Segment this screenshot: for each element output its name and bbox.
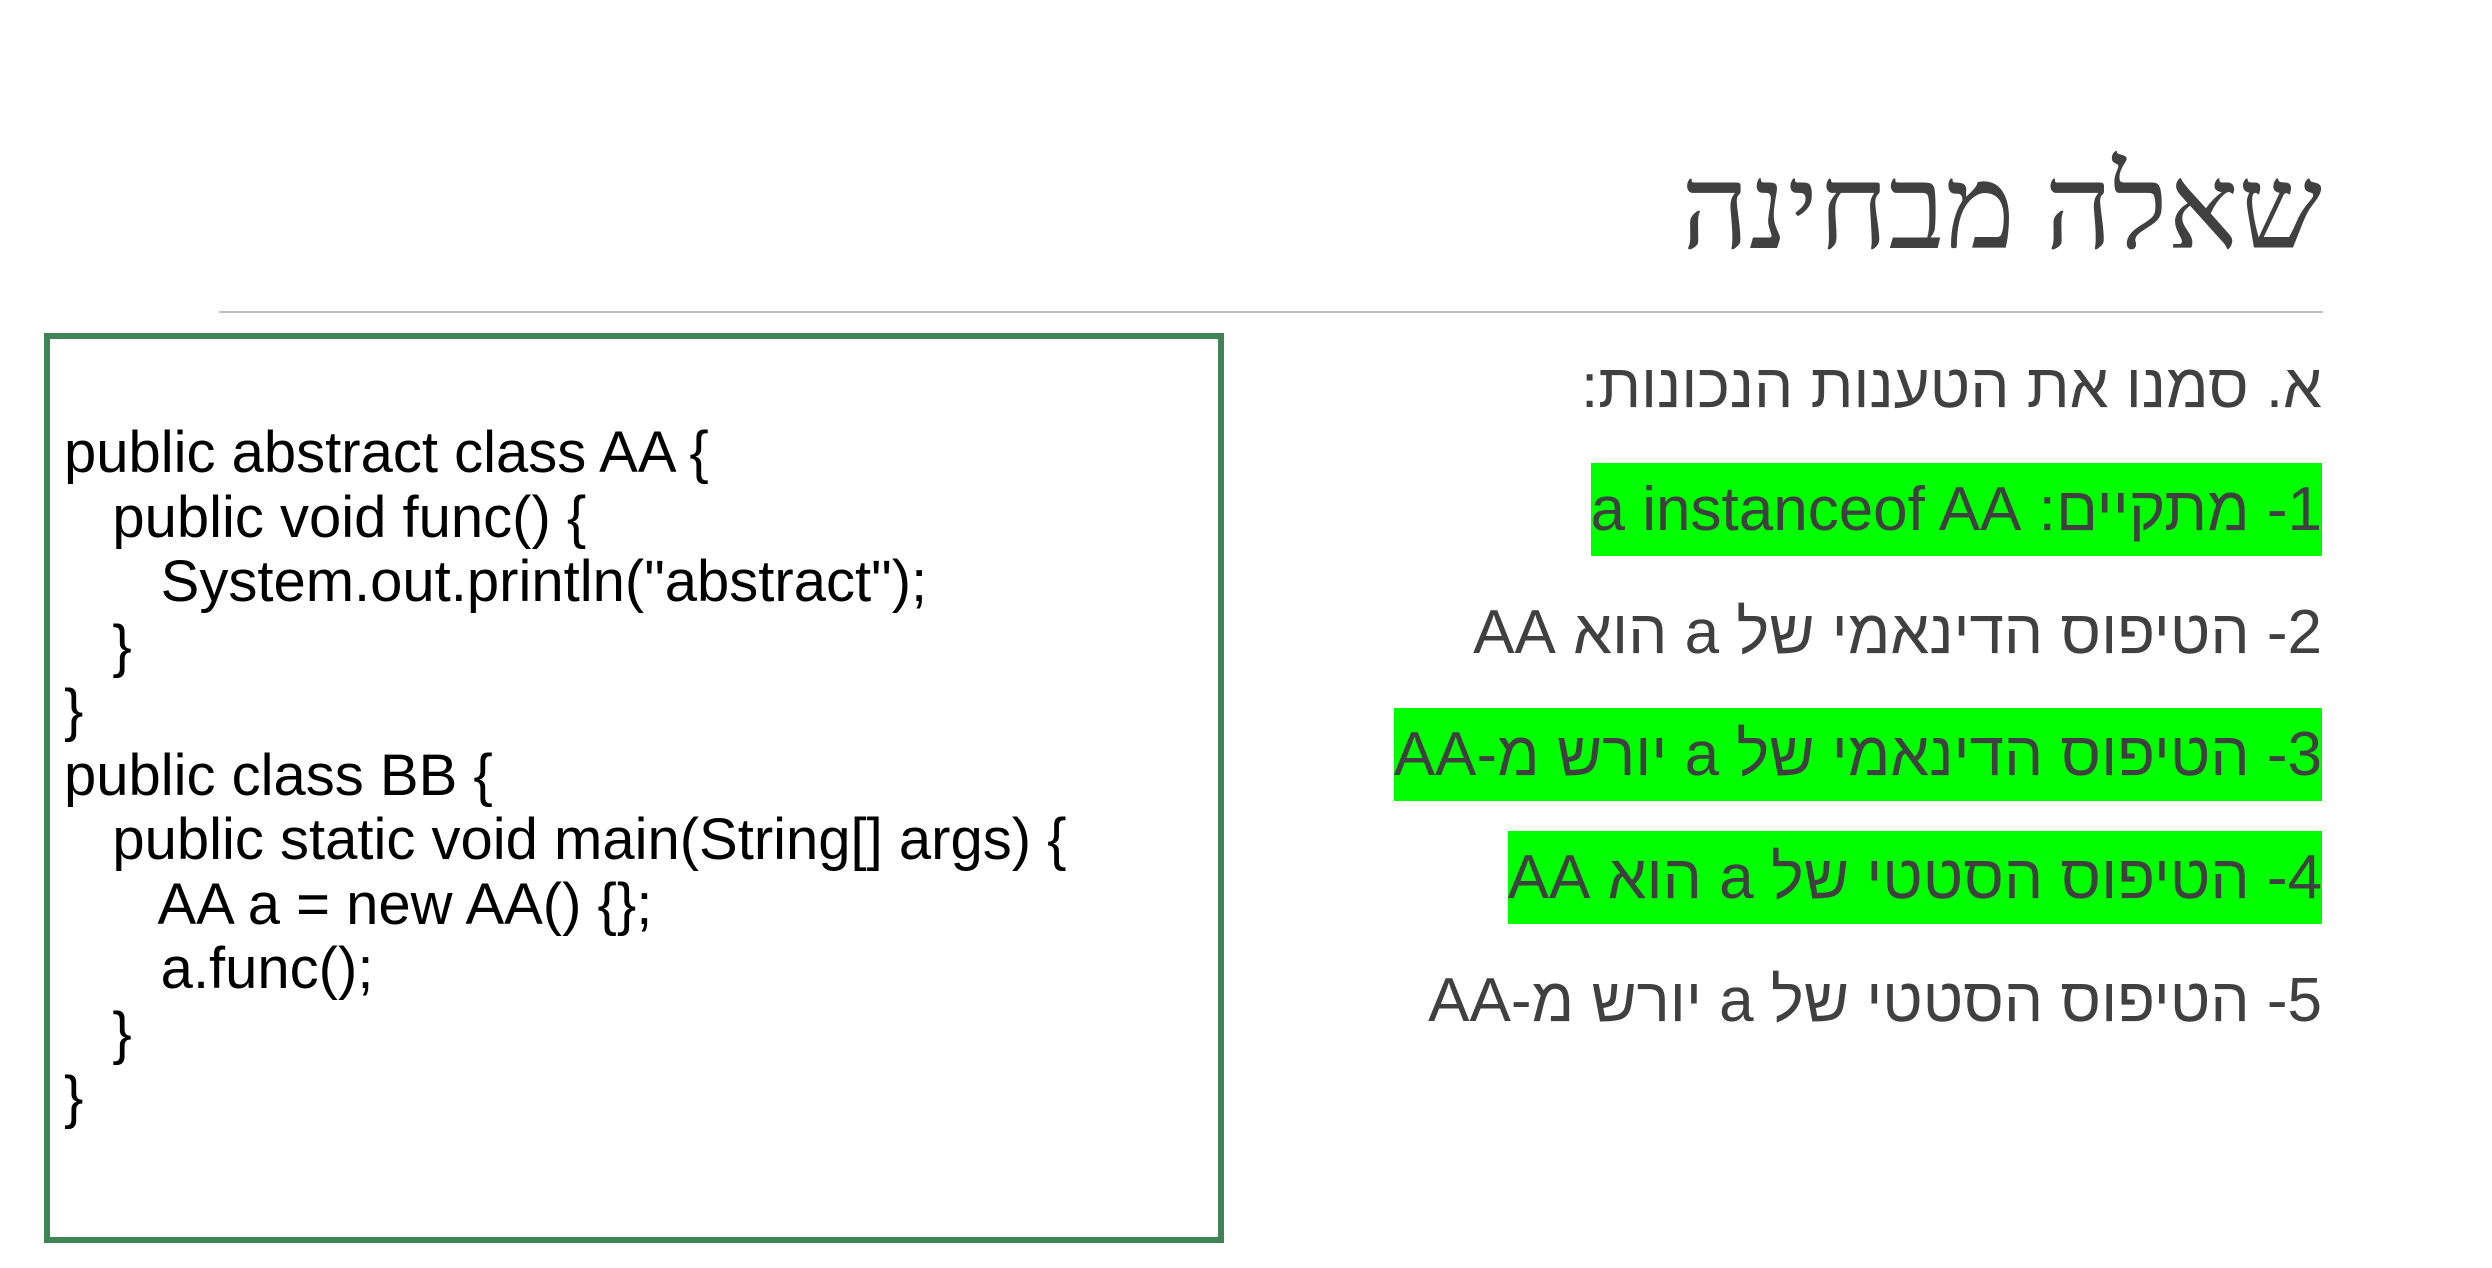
question-heading: א. סמנו את הטענות הנכונות: bbox=[1222, 340, 2322, 433]
code-box: public abstract class AA { public void f… bbox=[44, 333, 1224, 1243]
answer-option-text: 1- מתקיים: a instanceof AA bbox=[1590, 462, 2322, 556]
answer-option-1: 1- מתקיים: a instanceof AA bbox=[1222, 462, 2322, 556]
answer-option-4: 4- הטיפוס הסטטי של a הוא AA bbox=[1222, 831, 2322, 924]
slide-title: שאלה מבחינה bbox=[1681, 143, 2322, 274]
answer-option-text: 3- הטיפוס הדינאמי של a יורש מ-AA bbox=[1393, 708, 2322, 802]
code-snippet: public abstract class AA { public void f… bbox=[64, 420, 1067, 1130]
question-heading-text: א. סמנו את הטענות הנכונות: bbox=[1580, 352, 2322, 421]
answer-option-text: 4- הטיפוס הסטטי של a הוא AA bbox=[1507, 831, 2322, 924]
answer-option-3: 3- הטיפוס הדינאמי של a יורש מ-AA bbox=[1222, 708, 2322, 802]
answer-option-text: 5- הטיפוס הסטטי של a יורש מ-AA bbox=[1428, 965, 2322, 1035]
answer-option-5: 5- הטיפוס הסטטי של a יורש מ-AA bbox=[1222, 954, 2322, 1047]
answer-option-2: 2- הטיפוס הדינאמי של a הוא AA bbox=[1222, 586, 2322, 679]
question-list: א. סמנו את הטענות הנכונות: 1- מתקיים: a … bbox=[1222, 340, 2322, 1077]
title-divider bbox=[219, 311, 2323, 313]
answer-option-text: 2- הטיפוס הדינאמי של a הוא AA bbox=[1473, 597, 2322, 667]
